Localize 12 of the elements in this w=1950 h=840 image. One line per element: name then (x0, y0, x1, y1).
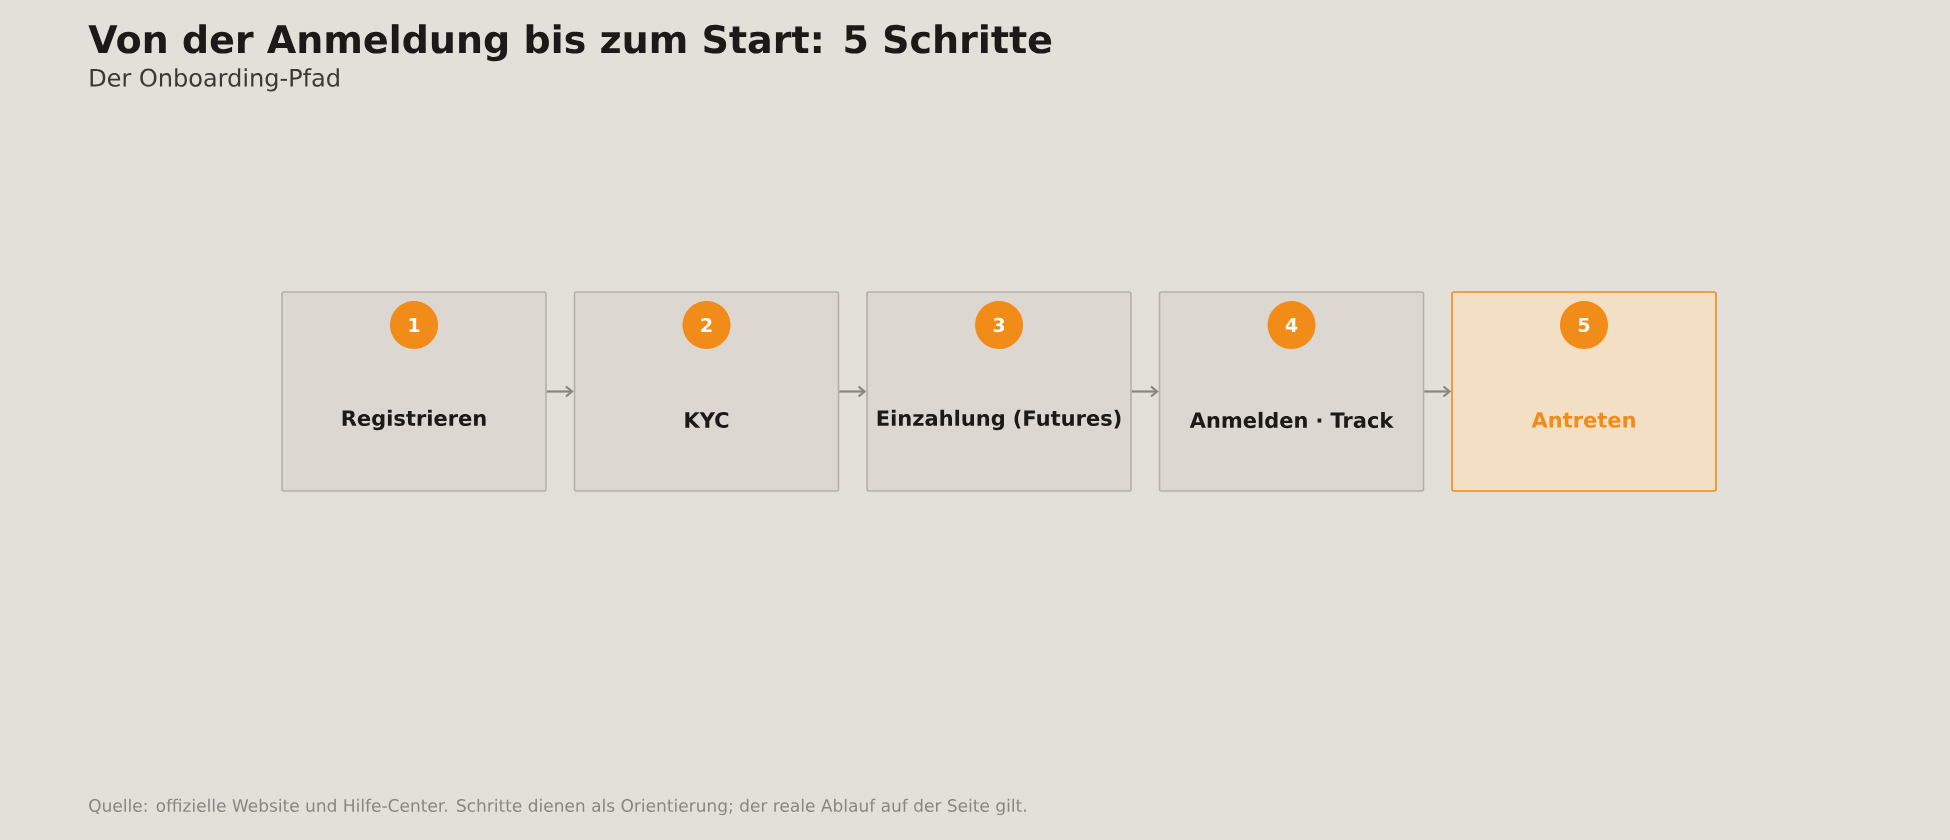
subtitle: Der Onboarding-Pfad (90, 68, 339, 92)
arrow (546, 385, 574, 398)
arrow (839, 385, 867, 398)
number-badge: 1 (390, 301, 438, 349)
caption: Quelle: offizielle Website und Hilfe-Center. Schritte dienen als Orientierung; der reale Ablauf auf der Seite gilt. (89, 798, 1026, 816)
arrow (1131, 385, 1159, 398)
number-badge: 5 (1560, 301, 1608, 349)
number-badge: 2 (682, 301, 731, 349)
arrow (1424, 385, 1452, 398)
number-badge: 4 (1267, 301, 1316, 349)
number-badge: 3 (975, 301, 1023, 349)
title: Von der Anmeldung bis zum Start: 5 Schritte (88, 24, 1052, 62)
